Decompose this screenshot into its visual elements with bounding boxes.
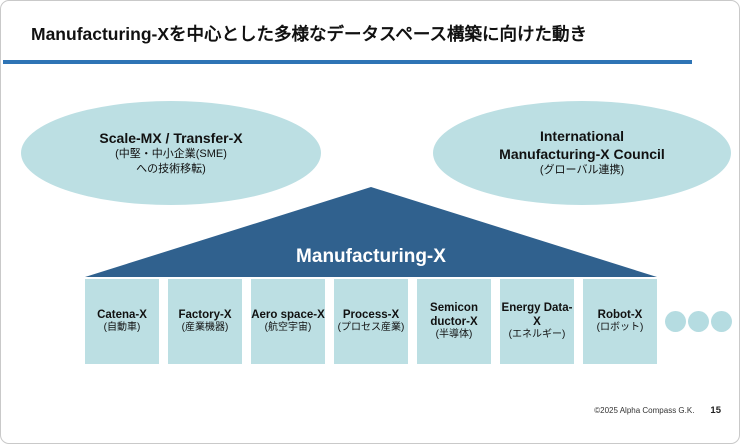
pillar-name: Process-X xyxy=(342,308,400,321)
manufacturing-x-roof-label: Manufacturing-X xyxy=(296,246,446,267)
pillar-factory-x: Factory-X (産業機器) xyxy=(168,279,242,364)
pillar-energy-data-x: Energy Data-X (エネルギー) xyxy=(500,279,574,364)
pillar-name: Aero space-X xyxy=(251,308,325,321)
pillar-aerospace-x: Aero space-X (航空宇宙) xyxy=(251,279,325,364)
pillar-subtitle: (ロボット) xyxy=(596,322,644,334)
slide-footer: ©2025 Alpha Compass G.K. 15 xyxy=(594,405,721,416)
pillar-name: Catena-X xyxy=(97,308,147,321)
pillar-name: Energy Data-X xyxy=(501,301,573,328)
page-title: Manufacturing-Xを中心とした多様なデータスペース構築に向けた動き xyxy=(31,24,587,44)
ellipsis-dots xyxy=(665,311,732,332)
title-underline xyxy=(3,60,692,64)
pillar-subtitle: (半導体) xyxy=(435,329,473,341)
pillar-subtitle: (エネルギー) xyxy=(508,329,566,341)
ellipse-scale-mx-subtitle-line1: (中堅・中小企業(SME) xyxy=(115,148,227,161)
ellipsis-dot xyxy=(665,311,686,332)
pillar-subtitle: (航空宇宙) xyxy=(264,322,312,334)
pillar-name: Robot-X xyxy=(597,308,643,321)
pillar-semiconductor-x: Semicon ductor-X (半導体) xyxy=(417,279,491,364)
pillar-subtitle: (プロセス産業) xyxy=(337,322,405,334)
pillar-subtitle: (自動車) xyxy=(103,322,141,334)
pillar-process-x: Process-X (プロセス産業) xyxy=(334,279,408,364)
ellipse-scale-mx-title: Scale-MX / Transfer-X xyxy=(99,129,243,146)
ellipse-imc-title-line2: Manufacturing-X Council xyxy=(499,145,665,162)
pillar-name: Factory-X xyxy=(178,308,232,321)
ellipse-imc-title-line1: International xyxy=(539,128,624,145)
ellipse-international-mx-council: International Manufacturing-X Council (グ… xyxy=(433,101,731,205)
ellipsis-dot xyxy=(711,311,732,332)
pillar-catena-x: Catena-X (自動車) xyxy=(85,279,159,364)
ellipse-imc-subtitle: (グローバル連携) xyxy=(539,164,625,177)
pillar-row: Catena-X (自動車) Factory-X (産業機器) Aero spa… xyxy=(85,279,657,364)
ellipse-scale-mx-transfer-x: Scale-MX / Transfer-X (中堅・中小企業(SME) への技術… xyxy=(21,101,321,205)
ellipsis-dot xyxy=(688,311,709,332)
pillar-subtitle: (産業機器) xyxy=(181,322,229,334)
pillar-robot-x: Robot-X (ロボット) xyxy=(583,279,657,364)
page-number: 15 xyxy=(710,405,721,416)
copyright-text: ©2025 Alpha Compass G.K. xyxy=(594,406,695,415)
pillar-name: Semicon ductor-X xyxy=(430,301,478,328)
ellipse-scale-mx-subtitle-line2: への技術移転) xyxy=(136,162,206,175)
